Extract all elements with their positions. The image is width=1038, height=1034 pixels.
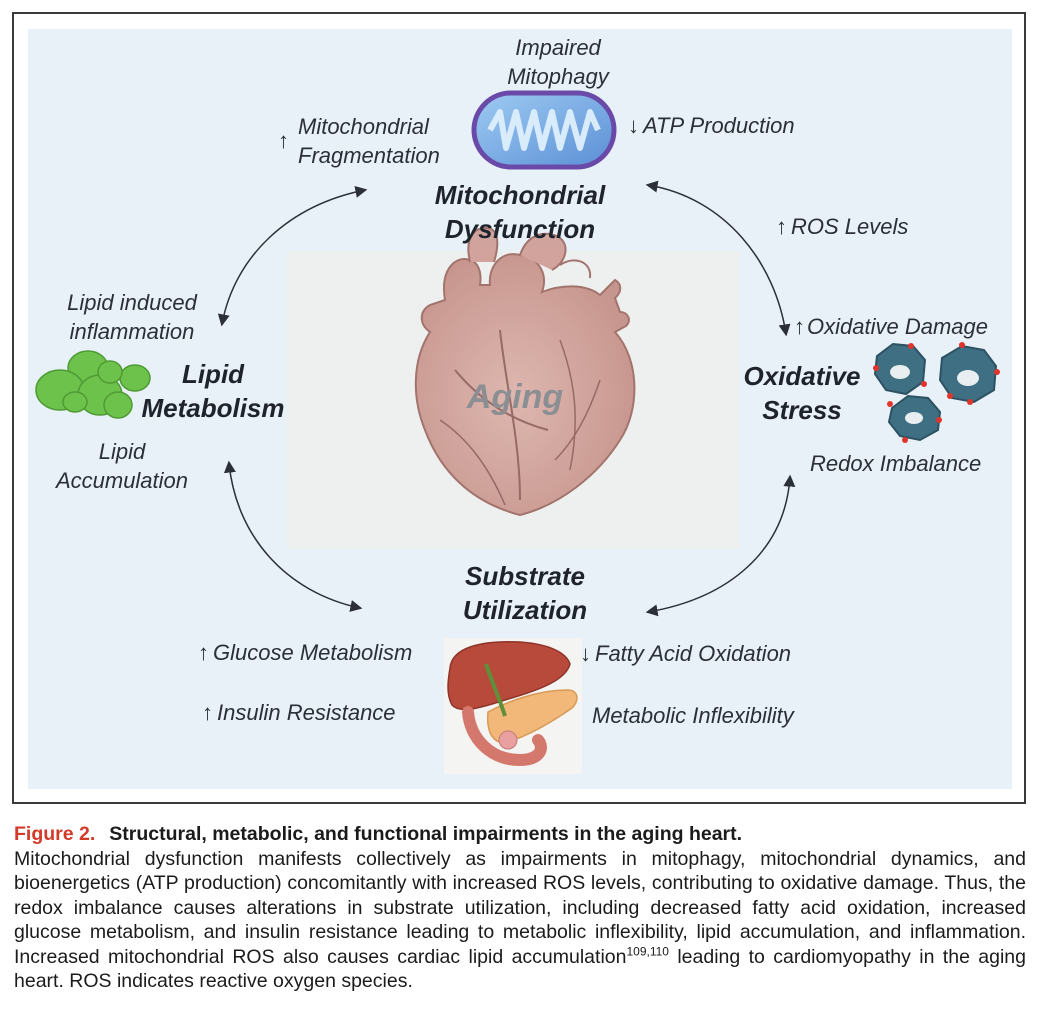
node-oxidative-line1: Oxidative — [743, 361, 861, 391]
lipid-accumulation-line2: Accumulation — [55, 468, 189, 493]
glucose-metabolism-text: Glucose Metabolism — [213, 640, 413, 665]
caption-body-part1: Mitochondrial dysfunction manifests coll… — [14, 847, 1026, 968]
oxidative-damage-label: ↑Oxidative Damage — [794, 312, 988, 341]
arrow-lipid-substrate — [223, 460, 363, 612]
atp-production-text: ATP Production — [643, 113, 795, 138]
ros-levels-text: ROS Levels — [791, 214, 909, 239]
diagram-graphics — [35, 90, 1000, 774]
caption-title-line: Figure 2. Structural, metabolic, and func… — [14, 822, 1026, 847]
figure-title: Structural, metabolic, and functional im… — [109, 823, 743, 845]
caption-body: Mitochondrial dysfunction manifests coll… — [14, 847, 1026, 994]
up-arrow-icon: ↑ — [776, 214, 787, 239]
metabolic-inflexibility-label: Metabolic Inflexibility — [592, 703, 794, 728]
aging-label: Aging — [466, 378, 564, 416]
redox-imbalance-label: Redox Imbalance — [810, 451, 982, 476]
lipid-inflammation-line1: Lipid induced — [67, 290, 197, 315]
ros-levels-label: ↑ROS Levels — [776, 212, 908, 241]
oxidative-damage-text: Oxidative Damage — [807, 314, 988, 339]
node-mitochondrial-dysfunction: Mitochondrial Dysfunction — [400, 178, 640, 246]
mito-fragmentation-line2: Fragmentation — [298, 143, 440, 168]
insulin-resistance-text: Insulin Resistance — [217, 700, 396, 725]
node-lipid-line2: Metabolism — [141, 393, 285, 423]
impaired-mitophagy-line2: Mitophagy — [507, 64, 609, 89]
down-arrow-icon: ↓ — [628, 113, 639, 138]
up-arrow-icon: ↑ — [202, 700, 213, 725]
fatty-acid-oxidation-text: Fatty Acid Oxidation — [595, 641, 792, 666]
liver-pancreas-illustration — [444, 638, 582, 774]
node-oxidative-stress: Oxidative Stress — [722, 359, 882, 427]
lipid-inflammation-label: Lipid induced inflammation — [52, 288, 212, 346]
mito-fragmentation-label: ↑ Mitochondrial Fragmentation — [278, 112, 440, 170]
node-oxidative-line2: Stress — [762, 395, 842, 425]
glucose-metabolism-label: ↑Glucose Metabolism — [198, 638, 412, 667]
down-arrow-icon: ↓ — [580, 641, 591, 666]
caption-citation: 109,110 — [626, 944, 669, 958]
heart-illustration — [414, 226, 636, 517]
node-substrate-utilization: Substrate Utilization — [430, 559, 620, 627]
up-arrow-icon: ↑ — [278, 128, 289, 153]
arrow-mito-lipid — [217, 186, 368, 327]
node-mitochondrial-line2: Dysfunction — [444, 214, 596, 244]
atp-production-label: ↓ATP Production — [628, 111, 795, 140]
lipid-droplets-icon — [35, 350, 151, 419]
node-lipid-line1: Lipid — [181, 359, 245, 389]
mito-fragmentation-line1: Mitochondrial — [298, 114, 429, 139]
impaired-mitophagy-line1: Impaired — [515, 35, 601, 60]
arrow-oxidative-substrate — [645, 474, 796, 617]
node-lipid-metabolism: Lipid Metabolism — [118, 357, 308, 425]
impaired-mitophagy-label: Impaired Mitophagy — [478, 33, 638, 91]
damaged-cells-icon — [873, 342, 1000, 443]
insulin-resistance-label: ↑Insulin Resistance — [202, 698, 396, 727]
fatty-acid-oxidation-label: ↓Fatty Acid Oxidation — [580, 639, 791, 668]
up-arrow-icon: ↑ — [198, 640, 209, 665]
figure-label: Figure 2. — [14, 823, 96, 845]
lipid-accumulation-label: Lipid Accumulation — [42, 437, 202, 495]
node-substrate-line1: Substrate — [465, 561, 585, 591]
figure-caption: Figure 2. Structural, metabolic, and func… — [14, 822, 1026, 994]
arrow-mito-oxidative — [645, 180, 791, 337]
lipid-inflammation-line2: inflammation — [69, 319, 195, 344]
node-mitochondrial-line1: Mitochondrial — [434, 180, 606, 210]
node-substrate-line2: Utilization — [462, 595, 588, 625]
up-arrow-icon: ↑ — [794, 314, 805, 339]
mitochondrion-icon — [471, 90, 617, 170]
lipid-accumulation-line1: Lipid — [98, 439, 146, 464]
caption-body-part2: leading to cardiomyopathy in the aging h… — [14, 945, 1026, 993]
